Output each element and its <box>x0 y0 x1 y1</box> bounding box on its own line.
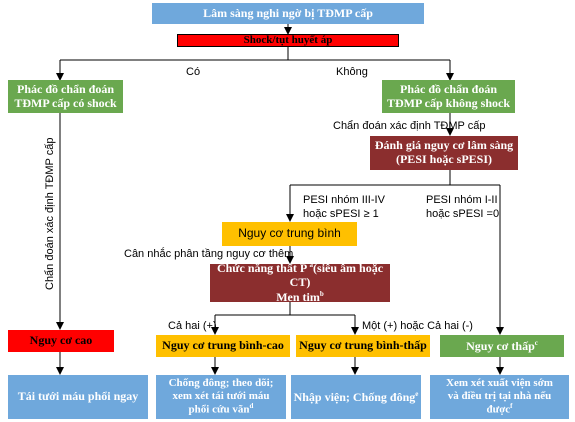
label-one-positive: Một (+) hoặc Cả hai (-) <box>362 320 473 332</box>
label-no: Không <box>336 66 368 78</box>
node-rv-function: Chức năng thất P a(siêu âm hoặc CT) Men … <box>210 261 390 304</box>
node-intermediate-high: Nguy cơ trung bình-cao <box>156 335 290 357</box>
node-low-risk: Nguy cơ thấpc <box>440 335 564 357</box>
label-consider: Cân nhắc phân tầng nguy cơ thêm <box>124 248 294 260</box>
label-both-positive: Cả hai (+) <box>168 320 217 332</box>
node-intermediate-low: Nguy cơ trung bình-thấp <box>296 335 430 357</box>
node-anticoagulation: Chống đông; theo dõi;xem xét tái tưới má… <box>156 375 286 419</box>
node-high-risk: Nguy cơ cao <box>8 330 114 352</box>
node-intermediate-risk: Nguy cơ trung bình <box>222 222 357 246</box>
label-yes: Có <box>186 66 201 78</box>
node-reperfusion: Tái tưới máu phổi ngay <box>8 375 148 419</box>
node-admission: Nhập viện; Chống đônge <box>291 375 421 419</box>
label-confirm-right: Chẩn đoán xác định TĐMP cấp <box>333 120 486 132</box>
label-confirm-left: Chẩn đoán xác định TĐMP cấp <box>44 137 56 290</box>
node-shock: Shock/tụt huyết áp <box>177 34 399 47</box>
node-clinical-suspicion: Lâm sàng nghi ngờ bị TĐMP cấp <box>152 3 424 24</box>
node-risk-assessment: Đánh giá nguy cơ lâm sàng(PESI hoặc sPES… <box>370 136 518 170</box>
